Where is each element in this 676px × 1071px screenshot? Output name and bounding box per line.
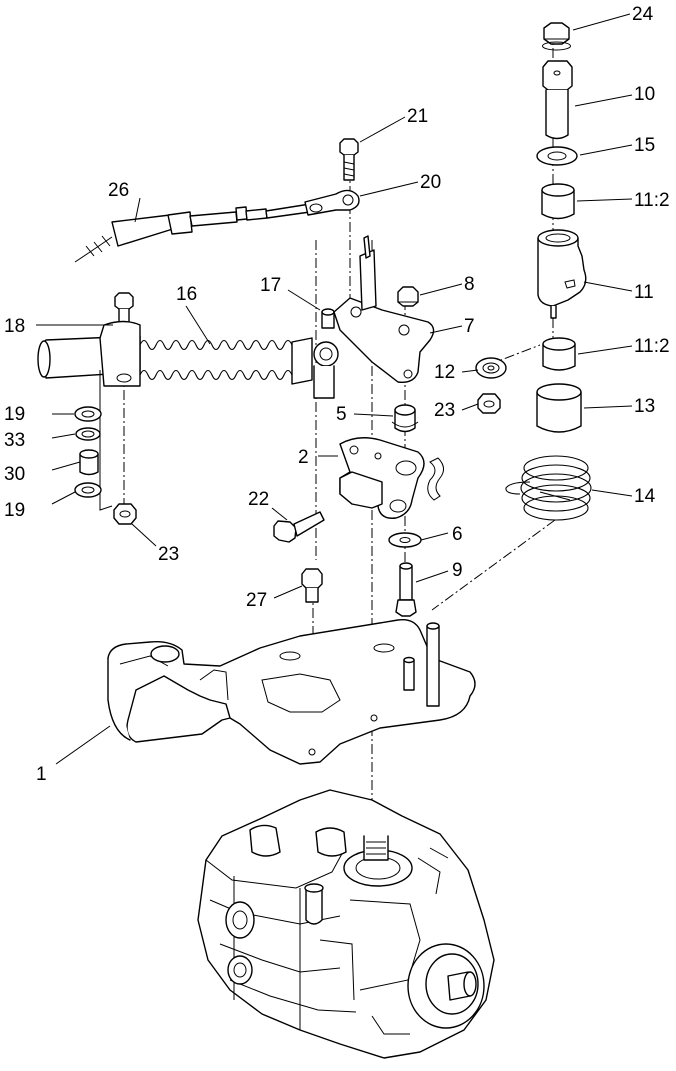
callout-7: 7 [464, 316, 475, 337]
callout-15: 15 [634, 135, 655, 156]
callout-19-top: 19 [4, 404, 25, 425]
part-12-bearing [475, 357, 507, 379]
part-8-nut [397, 286, 419, 307]
callout-14: 14 [634, 486, 656, 507]
part-23-nut-mid [477, 393, 501, 414]
part-22-bolt [273, 511, 325, 543]
part-17-pin [313, 308, 339, 399]
part-9-bolt [395, 562, 417, 617]
callout-11-2-bottom: 11:2 [634, 336, 670, 357]
callout-labels: 24 10 15 11:2 11 11:2 13 14 21 20 26 16 … [4, 4, 670, 785]
part-11-2-bushing-top [541, 183, 575, 220]
leader-lines [36, 13, 633, 765]
callout-16: 16 [176, 284, 197, 305]
callout-6: 6 [452, 524, 463, 545]
part-11-2-bushing-bottom [542, 337, 576, 371]
callout-24: 24 [632, 4, 654, 25]
part-26-control-cable [74, 203, 311, 263]
callout-11: 11 [634, 282, 654, 303]
callout-5: 5 [336, 404, 347, 425]
part-10-shaft [542, 60, 573, 140]
callout-19-bottom: 19 [4, 500, 25, 521]
part-27-bolt [301, 568, 323, 603]
part-21-bolt [339, 138, 359, 181]
callout-11-2-top: 11:2 [634, 190, 670, 211]
callout-22: 22 [248, 489, 269, 510]
callout-23-bottom: 23 [158, 544, 179, 565]
part-13-sleeve [536, 383, 582, 433]
part-15-washer [536, 146, 578, 166]
callout-21: 21 [407, 106, 428, 127]
callout-30: 30 [4, 464, 25, 485]
left-hardware-stack [74, 370, 137, 525]
part-1-mounting-plate [107, 619, 476, 765]
callout-18: 18 [4, 316, 25, 337]
callout-8: 8 [464, 274, 475, 295]
callout-10: 10 [634, 84, 655, 105]
part-11-arm [537, 229, 587, 319]
hydraulic-pump-body [197, 789, 495, 1059]
part-5-bushing [391, 404, 419, 433]
part-24-flange-nut [542, 22, 571, 51]
part-7-bracket [333, 235, 435, 383]
callout-1: 1 [36, 764, 47, 785]
callout-26: 26 [108, 180, 129, 201]
callout-9: 9 [452, 560, 463, 581]
callout-2: 2 [298, 447, 309, 468]
part-2-control-arm [339, 437, 444, 519]
part-14-torsion-spring [505, 455, 592, 521]
callout-12: 12 [434, 362, 455, 383]
part-16-spring-assembly [37, 320, 313, 387]
callout-20: 20 [420, 172, 441, 193]
callout-23-mid: 23 [434, 400, 455, 421]
part-20-rod-end [304, 189, 360, 216]
callout-27: 27 [246, 590, 267, 611]
callout-33: 33 [4, 430, 25, 451]
part-6-washer [388, 532, 422, 548]
callout-13: 13 [634, 396, 655, 417]
callout-17: 17 [260, 275, 281, 296]
